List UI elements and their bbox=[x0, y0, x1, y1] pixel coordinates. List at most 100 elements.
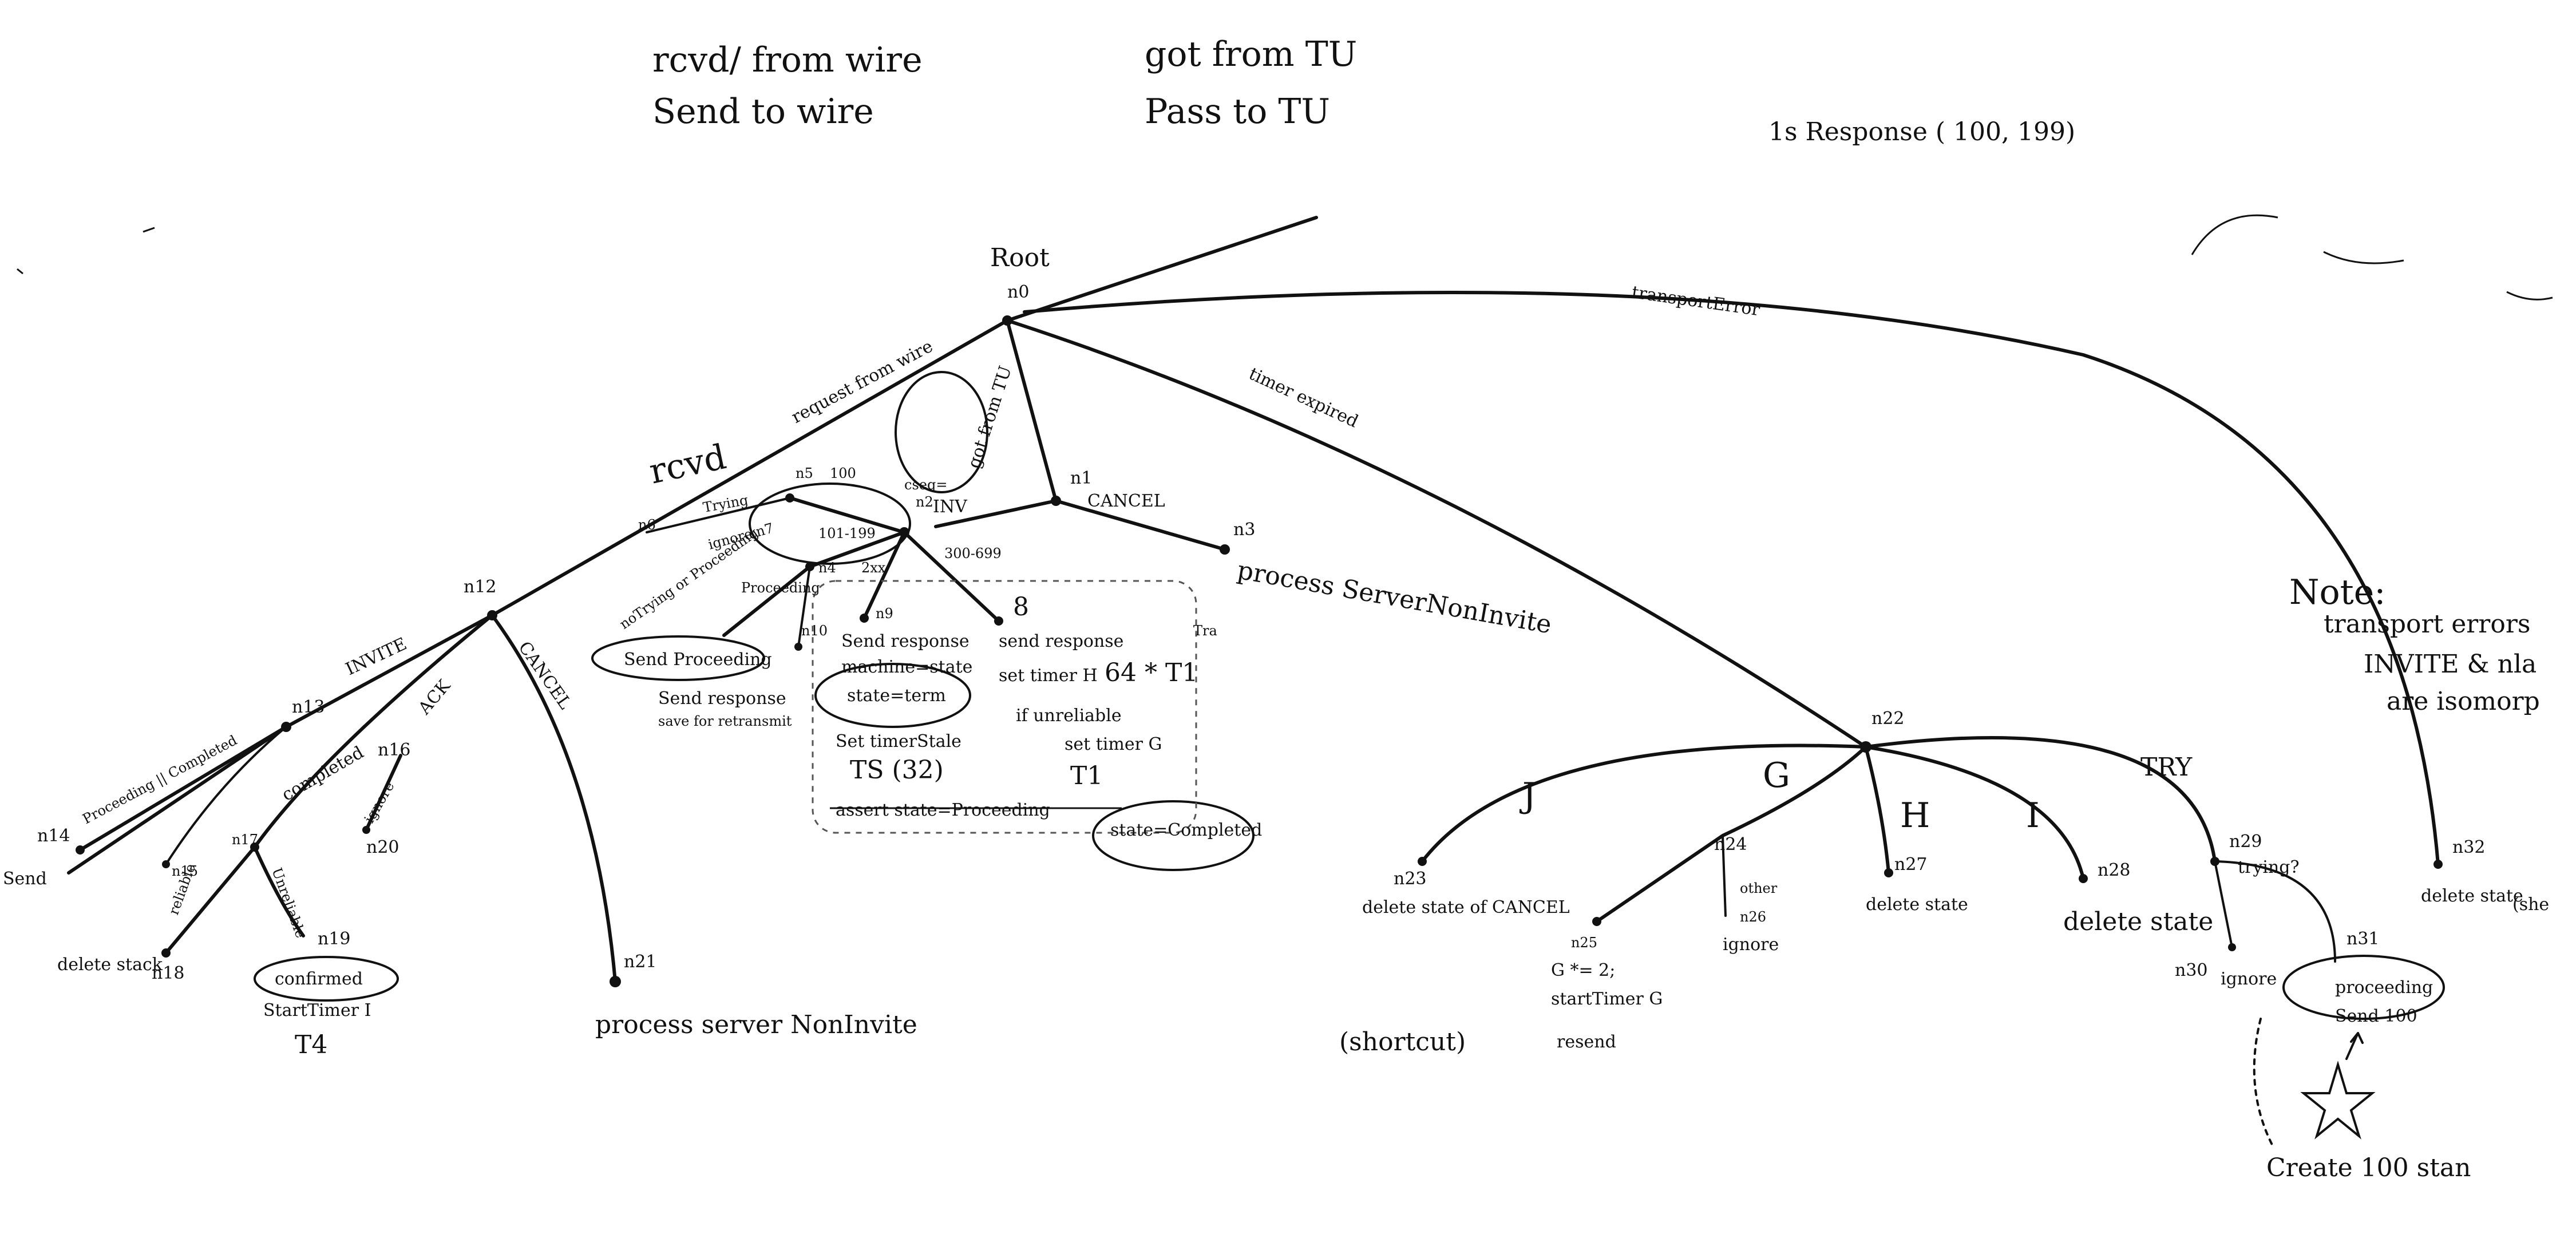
legend-pass-to-tu: Pass to TU bbox=[1145, 92, 1330, 132]
edge-label-timer-expired: timer expired bbox=[1246, 364, 1362, 432]
node-n0 bbox=[1002, 315, 1012, 326]
edge-labels: request from wire rcvd got from TU trans… bbox=[80, 282, 2300, 940]
action-confirmed: confirmed bbox=[275, 969, 363, 989]
node-label-n5: n5 bbox=[796, 465, 813, 481]
edge-label-trying: Trying bbox=[702, 492, 749, 516]
edge-n22-n24 bbox=[1595, 745, 1867, 923]
node-label-n30: n30 bbox=[2175, 960, 2208, 980]
edge-n22-n23 bbox=[1420, 743, 1867, 863]
edge-n2-n5 bbox=[788, 496, 906, 534]
node-label-n13: n13 bbox=[292, 697, 325, 717]
edge-label-J: J bbox=[1519, 776, 1536, 816]
ring-completed bbox=[1092, 800, 1255, 871]
dashed-loop bbox=[2253, 1018, 2273, 1146]
edge-n2-n8 bbox=[903, 531, 1000, 623]
edge-n17-n18 bbox=[164, 845, 256, 955]
action-set-timer-h: set timer H bbox=[999, 666, 1098, 686]
edge-label-2xx: 2xx bbox=[861, 560, 886, 576]
node-label-n24: n24 bbox=[1714, 834, 1747, 855]
node-label-n1: n1 bbox=[1070, 468, 1092, 488]
action-send-proceeding: Send Proceeding bbox=[624, 650, 772, 670]
node-n20 bbox=[362, 826, 370, 834]
action-state-completed: state=Completed bbox=[1110, 820, 1262, 840]
action-state-term: state=term bbox=[847, 686, 946, 706]
legend: rcvd/ from wire Send to wire got from TU… bbox=[652, 34, 1357, 132]
action-send-response: Send response bbox=[658, 689, 786, 709]
node-n22 bbox=[1860, 741, 1871, 753]
edge-n1-n2 bbox=[934, 499, 1058, 528]
node-label-n15: n15 bbox=[172, 863, 198, 879]
node-label-n19: n19 bbox=[318, 929, 351, 949]
action-if-unreliable: if unreliable bbox=[1016, 706, 1122, 726]
edge-label-no-trying: noTrying or Proceeding bbox=[616, 525, 761, 632]
edge-label-reliable: reliable bbox=[165, 861, 199, 917]
action-start-timer-g: startTimer G bbox=[1551, 989, 1663, 1009]
action-t4: T4 bbox=[295, 1030, 327, 1059]
node-n3 bbox=[1220, 544, 1230, 555]
node-label-n18: n18 bbox=[152, 963, 185, 983]
action-save-for-retransmit: save for retransmit bbox=[658, 713, 792, 729]
node-n21 bbox=[610, 976, 621, 987]
edge-label-cseq: cseq= bbox=[904, 477, 947, 493]
edge-n22-n28 bbox=[1864, 745, 2085, 880]
edge-label-rcvd: rcvd bbox=[646, 437, 730, 492]
action-t1: T1 bbox=[1070, 761, 1103, 790]
edge-root-n1 bbox=[1006, 319, 1058, 503]
edge-transport-error bbox=[1023, 290, 2440, 866]
action-create-100-stan: Create 100 stan bbox=[2266, 1153, 2471, 1182]
edge-n4-n10 bbox=[797, 565, 811, 648]
edge-n12-n17 bbox=[253, 614, 494, 849]
top-right-note: 1s Response ( 100, 199) bbox=[1768, 117, 2075, 147]
node-n1 bbox=[1051, 496, 1061, 506]
node-label-n12: n12 bbox=[464, 577, 497, 597]
node-label-n22: n22 bbox=[1871, 709, 1905, 729]
action-send: Send bbox=[3, 869, 47, 889]
node-n18 bbox=[161, 948, 171, 958]
action-start-timer-i: StartTimer I bbox=[263, 1000, 371, 1021]
edge-label-TRY: TRY bbox=[2140, 753, 2193, 782]
action-delete-stack: delete stack bbox=[57, 955, 163, 975]
node-label-n23: n23 bbox=[1394, 869, 1427, 889]
node-label-n25: n25 bbox=[1571, 935, 1597, 951]
action-process-server-non-invite-n21: process server NonInvite bbox=[595, 1010, 917, 1039]
edge-n22-n27 bbox=[1864, 745, 1890, 875]
edge-n13-n15 bbox=[165, 726, 287, 865]
action-shortcut: (shortcut) bbox=[1339, 1027, 1466, 1057]
node-label-n26: n26 bbox=[1740, 909, 1766, 925]
node-label-n3: n3 bbox=[1233, 520, 1255, 540]
note-line1: transport errors bbox=[2324, 610, 2530, 639]
ring-proceeding-send-100 bbox=[2282, 955, 2445, 1020]
action-ignore-n26: ignore bbox=[1723, 935, 1779, 955]
ring-proceeding bbox=[591, 635, 765, 681]
node-n28 bbox=[2079, 874, 2088, 883]
action-delete-state-of-cancel: delete state of CANCEL bbox=[1362, 897, 1570, 917]
action-process-server-non-invite-n3: process ServerNonInvite bbox=[1235, 556, 1554, 640]
note-line3: are isomorp bbox=[2387, 687, 2540, 716]
edge-label-ignore: ignore bbox=[361, 779, 398, 826]
node-label-n10: n10 bbox=[801, 623, 828, 639]
nodes bbox=[76, 315, 2443, 987]
edge-label-got-from-tu: got from TU bbox=[964, 363, 1016, 470]
action-send-response-n8: send response bbox=[999, 631, 1123, 651]
action-send-100: Send 100 bbox=[2335, 1006, 2417, 1026]
node-label-n32: n32 bbox=[2452, 837, 2486, 857]
node-label-n8: 8 bbox=[1013, 592, 1029, 622]
legend-send-to-wire: Send to wire bbox=[652, 92, 874, 132]
edge-n17-n19 bbox=[253, 845, 305, 938]
edge-n29-n30 bbox=[2214, 860, 2233, 948]
node-n15 bbox=[162, 860, 170, 868]
action-ts-32: TS (32) bbox=[850, 756, 944, 785]
star-doodle bbox=[2300, 1061, 2376, 1140]
node-label-n29: n29 bbox=[2229, 832, 2262, 852]
edge-n24-n26 bbox=[1722, 834, 1727, 917]
edge-label-300-699: 300-699 bbox=[944, 545, 1002, 561]
stray-marks bbox=[17, 214, 2553, 300]
node-label-n4: n4 bbox=[818, 560, 836, 576]
edge-label-G: G bbox=[1763, 756, 1790, 796]
note-line2: INVITE & nla bbox=[2364, 650, 2537, 679]
ring-got-from-tu bbox=[895, 371, 988, 493]
node-n29 bbox=[2210, 857, 2219, 866]
node-n4 bbox=[805, 562, 814, 571]
edge-n4-proc bbox=[722, 565, 812, 637]
